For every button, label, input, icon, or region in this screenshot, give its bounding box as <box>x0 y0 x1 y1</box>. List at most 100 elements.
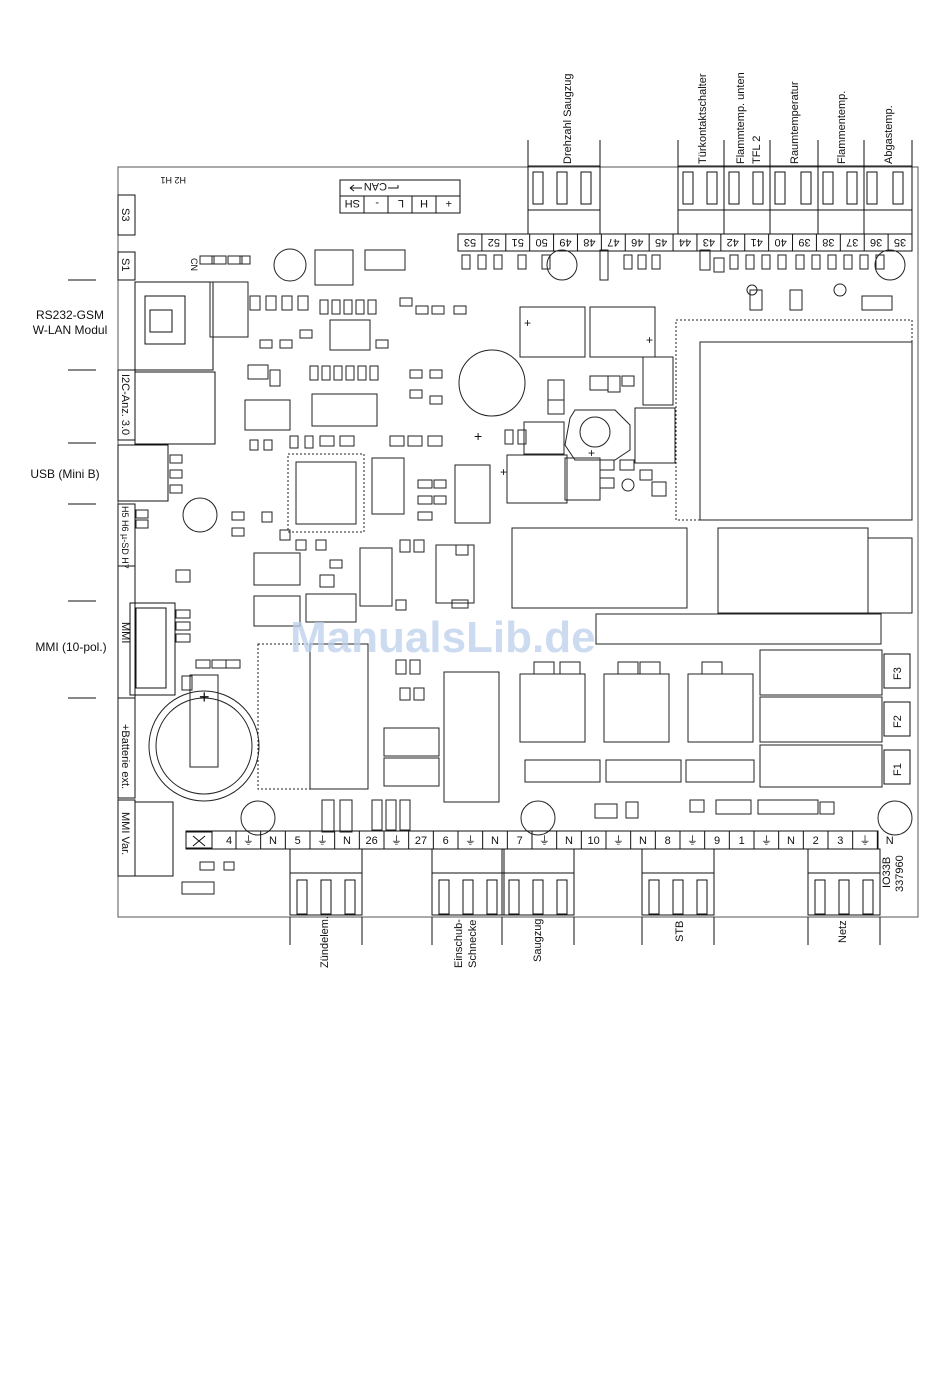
fuse-f1: F1 <box>892 763 904 776</box>
bottom-terminal-26: ⏚ <box>860 834 871 847</box>
mmi-connector-label: MMI <box>119 622 131 643</box>
bottom-terminal-10: ⏚ <box>465 834 476 847</box>
mmi-label: MMI (10-pol.) <box>35 640 107 654</box>
bottom-terminal-23: N <box>787 835 795 847</box>
h2h1-label: H2 H1 <box>160 175 186 185</box>
label-flammentemp: Flammentemp. <box>836 91 848 164</box>
top-terminal-35: 35 <box>894 236 906 248</box>
batterie-label: +Batterie ext. <box>119 724 131 789</box>
svg-text:+: + <box>588 446 595 460</box>
usb-socket <box>117 444 169 502</box>
top-terminal-42: 42 <box>727 236 739 248</box>
label-zuendelem: Zündelem. <box>319 916 331 968</box>
bottom-terminal-21: 1 <box>739 835 745 847</box>
bottom-terminal-15: 10 <box>588 835 600 847</box>
bottom-terminal-6: 26 <box>366 835 378 847</box>
bottom-terminal-4: ⏚ <box>317 834 328 847</box>
top-terminal-51: 51 <box>512 236 524 248</box>
can-cell-l: L <box>398 197 404 209</box>
left-connector-strip <box>117 194 136 877</box>
usb-slot-label: H5 H6 µ-SD H7 <box>120 506 130 569</box>
s3-label: S3 <box>119 208 131 221</box>
fuse-f2: F2 <box>892 715 904 728</box>
label-flammtemp-unten-2: TFL 2 <box>751 136 763 164</box>
top-terminal-49: 49 <box>559 236 571 248</box>
bottom-terminal-5: N <box>343 835 351 847</box>
top-terminal-44: 44 <box>679 236 691 248</box>
top-terminal-43: 43 <box>703 236 715 248</box>
can-box: CAN SH - L H + <box>339 179 461 214</box>
bottom-terminal-4: 4 <box>226 835 232 847</box>
bottom-terminal-11: N <box>491 835 499 847</box>
top-terminal-38: 38 <box>822 236 834 248</box>
usb-label: USB (Mini B) <box>30 467 100 481</box>
svg-text:+: + <box>524 316 531 330</box>
bottom-terminal-13: ⏚ <box>539 834 550 847</box>
s1-label: S1 <box>119 258 131 271</box>
board-id-1: IO33B <box>881 857 893 888</box>
bottom-terminal-17: N <box>639 835 647 847</box>
label-abgastemp: Abgastemp. <box>883 105 895 164</box>
label-saugzug: Saugzug <box>532 919 544 962</box>
bottom-terminal-12: 7 <box>517 835 523 847</box>
top-terminal-46: 46 <box>631 236 643 248</box>
top-terminal-45: 45 <box>655 236 667 248</box>
label-netz: Netz <box>837 920 849 943</box>
bottom-terminal-3: 5 <box>295 835 301 847</box>
bottom-terminal-14: N <box>565 835 573 847</box>
can-cell-sh: SH <box>345 197 360 209</box>
rs232-socket <box>134 281 214 371</box>
board-components <box>135 248 913 895</box>
label-stb: STB <box>674 921 686 942</box>
top-terminal-36: 36 <box>870 236 882 248</box>
label-einschub-1: Einschub- <box>453 919 465 968</box>
bottom-terminal-7: ⏚ <box>391 834 402 847</box>
bottom-terminal-19: ⏚ <box>687 834 698 847</box>
top-terminal-40: 40 <box>774 236 786 248</box>
can-cell-h: H <box>420 197 428 209</box>
i2c-label: I2C-Anz. 3.0 <box>119 374 131 435</box>
top-terminal-53: 53 <box>464 236 476 248</box>
top-terminal-39: 39 <box>798 236 810 248</box>
top-terminal-41: 41 <box>751 236 763 248</box>
i2c-socket <box>134 371 216 445</box>
top-terminal-37: 37 <box>846 236 858 248</box>
top-terminal-47: 47 <box>607 236 619 248</box>
can-title: CAN <box>364 180 387 192</box>
rs232-label-line2: W-LAN Modul <box>32 323 108 337</box>
top-terminal-50: 50 <box>536 236 548 248</box>
label-raumtemperatur: Raumtemperatur <box>789 81 801 164</box>
bottom-terminal-27: N <box>886 835 894 847</box>
svg-text:+: + <box>474 428 482 444</box>
rs232-label-line1: RS232-GSM <box>35 308 105 322</box>
can-cell-plus: + <box>446 197 452 209</box>
label-flammtemp-unten-1: Flammtemp. unten <box>735 72 747 164</box>
mmi-var-label: MMI Var. <box>119 812 131 855</box>
bottom-terminal-16: ⏚ <box>613 834 624 847</box>
rs232-label: RS232-GSM W-LAN Modul <box>20 308 120 338</box>
bottom-terminal-24: 2 <box>813 835 819 847</box>
top-terminal-48: 48 <box>583 236 595 248</box>
bottom-terminal-25: 3 <box>837 835 843 847</box>
mmi-var-socket <box>134 801 174 877</box>
board-id-2: 337960 <box>894 855 906 892</box>
cn-label: CN <box>189 258 199 271</box>
bottom-terminal-22: ⏚ <box>761 834 772 847</box>
bottom-terminal-20: 9 <box>714 835 720 847</box>
label-tuerkontakt: Türkontaktschalter <box>697 73 709 164</box>
svg-text:+: + <box>199 687 210 707</box>
board-outline <box>117 166 919 918</box>
bottom-terminal-8: 27 <box>415 835 427 847</box>
bottom-terminal-2: N <box>269 835 277 847</box>
bottom-terminal-1: ⏚ <box>243 834 254 847</box>
label-drehzahl: Drehzahl Saugzug <box>562 73 574 164</box>
bottom-terminal-18: 8 <box>665 835 671 847</box>
fuse-column: F3 F2 F1 <box>883 653 911 785</box>
bottom-terminal-9: 6 <box>443 835 449 847</box>
svg-text:+: + <box>500 465 507 479</box>
svg-text:+: + <box>646 333 653 347</box>
bottom-terminal-strip: 4 ⏚ N 5 ⏚ N 26 ⏚ 27 6 ⏚ N 7 ⏚ N 10 ⏚ N 8 ⏚ 9 1 ⏚ N 2 3 ⏚ N <box>185 830 894 850</box>
watermark: ManualsLib.de <box>290 613 596 662</box>
